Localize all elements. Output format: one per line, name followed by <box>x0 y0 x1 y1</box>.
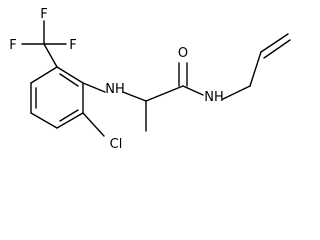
bond-carbonyl-nh <box>182 85 204 96</box>
atom-f-right: F <box>69 38 76 53</box>
ring-bond-1 <box>30 66 58 84</box>
atom-f-top: F <box>40 7 47 22</box>
atom-f-left: F <box>9 38 16 53</box>
ring-bond-3 <box>30 112 58 129</box>
bond-ring-nh <box>82 82 106 93</box>
atom-cl: Cl <box>110 137 123 152</box>
ring-double-bond-3 <box>59 73 79 87</box>
bond-ring-cl <box>82 112 105 137</box>
ring-double-bond-2 <box>59 109 79 122</box>
chemical-structure: F F F NH O NH Cl <box>9 7 291 152</box>
bond-cf3-ring <box>43 43 58 68</box>
ring-bond-6 <box>56 66 84 84</box>
atom-nh-amine: NH <box>105 82 125 97</box>
ring-bond-4 <box>56 112 84 129</box>
structure-diagram: F F F NH O NH Cl <box>9 7 291 152</box>
bond-vinyl-1 <box>260 33 289 53</box>
bond-nh-ch2 <box>222 85 251 100</box>
bond-ch-carbonyl <box>145 85 184 102</box>
bond-nh-ch <box>122 91 147 102</box>
atom-nh-amide: NH <box>204 90 224 105</box>
bond-vinyl-2 <box>263 39 291 59</box>
bond-ch2-ch <box>249 51 262 87</box>
atom-o-carbonyl: O <box>178 46 188 61</box>
